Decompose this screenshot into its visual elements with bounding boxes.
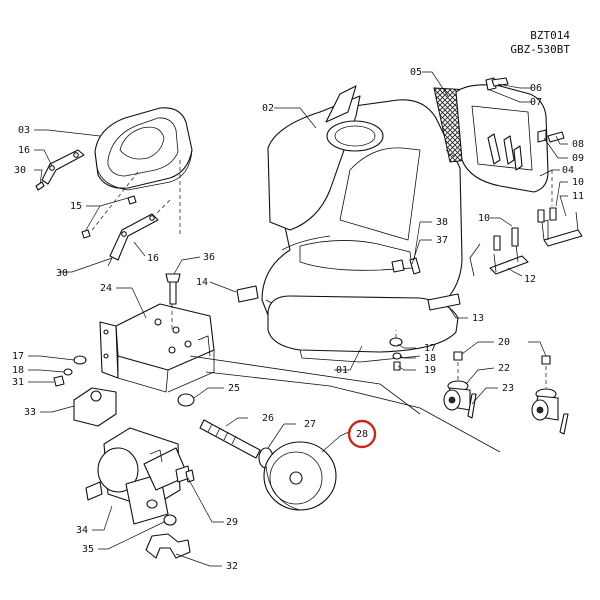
label-part-15: 15	[70, 201, 82, 212]
washer-nut-set-left	[53, 355, 87, 387]
diagram-code: BZT014	[530, 29, 570, 42]
label-part-29: 29	[226, 517, 238, 528]
motor-part	[85, 427, 191, 525]
bracket-12	[489, 243, 529, 275]
label-part-01: 01	[336, 365, 348, 376]
label-part-12: 12	[524, 274, 536, 285]
caster-wheel-right	[531, 355, 559, 421]
label-part-06: 06	[530, 83, 542, 94]
base-shell-part	[267, 295, 459, 363]
label-part-32: 32	[226, 561, 238, 572]
label-part-30-upper: 30	[14, 165, 26, 176]
mounting-plate-part	[99, 303, 215, 393]
label-part-11: 11	[572, 191, 584, 202]
label-part-33: 33	[24, 407, 36, 418]
label-part-03: 03	[18, 125, 30, 136]
label-part-34: 34	[76, 525, 88, 536]
hinge-bracket-lower	[81, 195, 159, 267]
label-part-16-upper: 16	[18, 145, 30, 156]
label-part-07: 07	[530, 97, 542, 108]
screw-set-top	[165, 77, 565, 305]
label-part-23: 23	[502, 383, 514, 394]
motor-clamp-block	[73, 387, 117, 427]
label-part-36: 36	[203, 252, 215, 263]
bushing-part	[177, 393, 195, 407]
label-part-26: 26	[262, 413, 274, 424]
pin-part	[185, 469, 195, 483]
hood-cover-part	[94, 107, 193, 191]
label-part-16-lower: 16	[147, 253, 159, 264]
hinge-bracket-upper	[35, 149, 85, 191]
label-part-14: 14	[196, 277, 208, 288]
label-part-28: 28	[356, 429, 368, 440]
bracket-11	[541, 211, 583, 247]
label-part-05: 05	[410, 67, 422, 78]
model-number: GBZ-530BT	[510, 43, 570, 56]
wheel-part	[263, 441, 337, 511]
label-part-27: 27	[304, 419, 316, 430]
part-number-labels: 02 03 16 30 15 16 30 36 14 24 17 18 31 3…	[12, 67, 584, 572]
assembly-guide-lines	[91, 149, 553, 453]
label-part-37: 37	[436, 235, 448, 246]
label-part-13: 13	[472, 313, 484, 324]
caster-wheel-left	[443, 351, 471, 411]
label-part-18-left: 18	[12, 365, 24, 376]
rear-panel-part	[455, 77, 549, 193]
washer-nut-set-right	[389, 337, 403, 371]
label-part-24: 24	[100, 283, 112, 294]
label-plate-13	[427, 293, 461, 311]
main-body-shell-part	[261, 85, 463, 342]
label-part-08: 08	[572, 139, 584, 150]
label-part-20: 20	[498, 337, 510, 348]
label-part-17-right: 17	[424, 343, 436, 354]
label-part-10-right: 10	[572, 177, 584, 188]
label-part-25: 25	[228, 383, 240, 394]
caster-bolts	[467, 393, 569, 435]
axle-shaft-part	[199, 419, 261, 459]
highlight-circle	[347, 419, 377, 449]
label-part-04: 04	[562, 165, 574, 176]
coupler-part	[163, 514, 177, 526]
label-part-35: 35	[82, 544, 94, 555]
label-plate-14	[236, 285, 259, 303]
label-part-09: 09	[572, 153, 584, 164]
label-part-22: 22	[498, 363, 510, 374]
clamp-part	[145, 533, 191, 559]
label-part-31: 31	[12, 377, 24, 388]
label-part-10-left: 10	[478, 213, 490, 224]
label-part-30-lower: 30	[56, 268, 68, 279]
leader-lines	[28, 71, 568, 567]
small-screws-10-11	[493, 207, 557, 251]
label-part-18-right: 18	[424, 353, 436, 364]
label-part-17-left: 17	[12, 351, 24, 362]
label-01-part-02: 02	[262, 103, 274, 114]
label-part-19: 19	[424, 365, 436, 376]
label-part-38: 38	[436, 217, 448, 228]
